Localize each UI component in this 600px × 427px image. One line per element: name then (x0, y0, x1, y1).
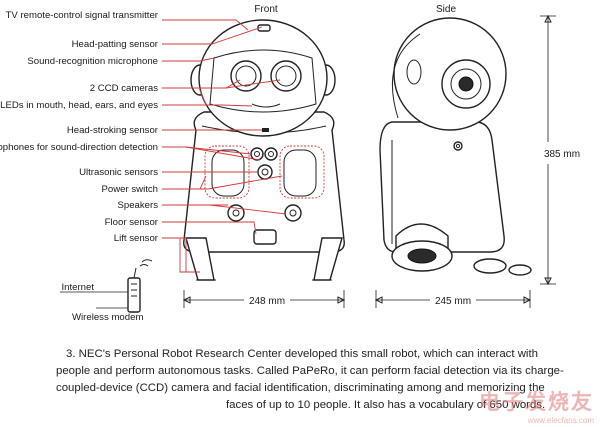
front-view-robot (183, 19, 345, 281)
label-floor-sensor: Floor sensor (105, 217, 159, 228)
label-ccd-cameras: 2 CCD cameras (90, 83, 158, 94)
view-title-front: Front (254, 4, 278, 15)
label-microphones: 3 microphones for sound-direction detect… (0, 142, 158, 153)
watermark-text: 电子发烧友 (479, 391, 594, 414)
label-tv-remote: TV remote-control signal transmitter (6, 10, 159, 21)
caption-line: faces of up to 10 people. It also has a … (226, 399, 546, 411)
leader-lines (162, 19, 287, 273)
dimension-height: 385 mm (540, 14, 580, 286)
watermark-url: www.elecfans.com (527, 416, 594, 425)
height-label: 385 mm (544, 149, 580, 160)
caption-line: coupled-device (CCD) camera and facial i… (56, 382, 545, 394)
label-head-patting: Head-patting sensor (72, 39, 159, 50)
robot-diagram: Front Side (0, 4, 580, 323)
depth-label: 245 mm (435, 296, 471, 307)
dimension-width: 248 mm (182, 290, 346, 308)
watermark: 电子发烧友 www.elecfans.com (479, 386, 594, 425)
label-power-switch: Power switch (101, 184, 158, 195)
label-lift-sensor: Lift sensor (114, 233, 159, 244)
dimension-depth: 245 mm (374, 290, 532, 308)
width-label: 248 mm (249, 296, 285, 307)
view-title-side: Side (436, 4, 456, 15)
label-ultrasonic: Ultrasonic sensors (79, 167, 158, 178)
wireless-modem-label: Wireless modem (72, 312, 143, 323)
caption-line: 3. NEC's Personal Robot Research Center … (66, 348, 538, 360)
caption-line: people and perform autonomous tasks. Cal… (56, 365, 564, 377)
label-leds: LEDs in mouth, head, ears, and eyes (0, 100, 158, 111)
callout-labels: TV remote-control signal transmitter Hea… (0, 10, 159, 244)
side-view-robot (379, 17, 532, 276)
figure-caption: 3. NEC's Personal Robot Research Center … (56, 346, 586, 414)
internet-label: Internet (61, 282, 94, 293)
label-sound-recognition: Sound-recognition microphone (27, 56, 158, 67)
wireless-modem (60, 259, 153, 313)
label-speakers: Speakers (117, 200, 158, 211)
label-head-stroking: Head-stroking sensor (67, 125, 159, 136)
